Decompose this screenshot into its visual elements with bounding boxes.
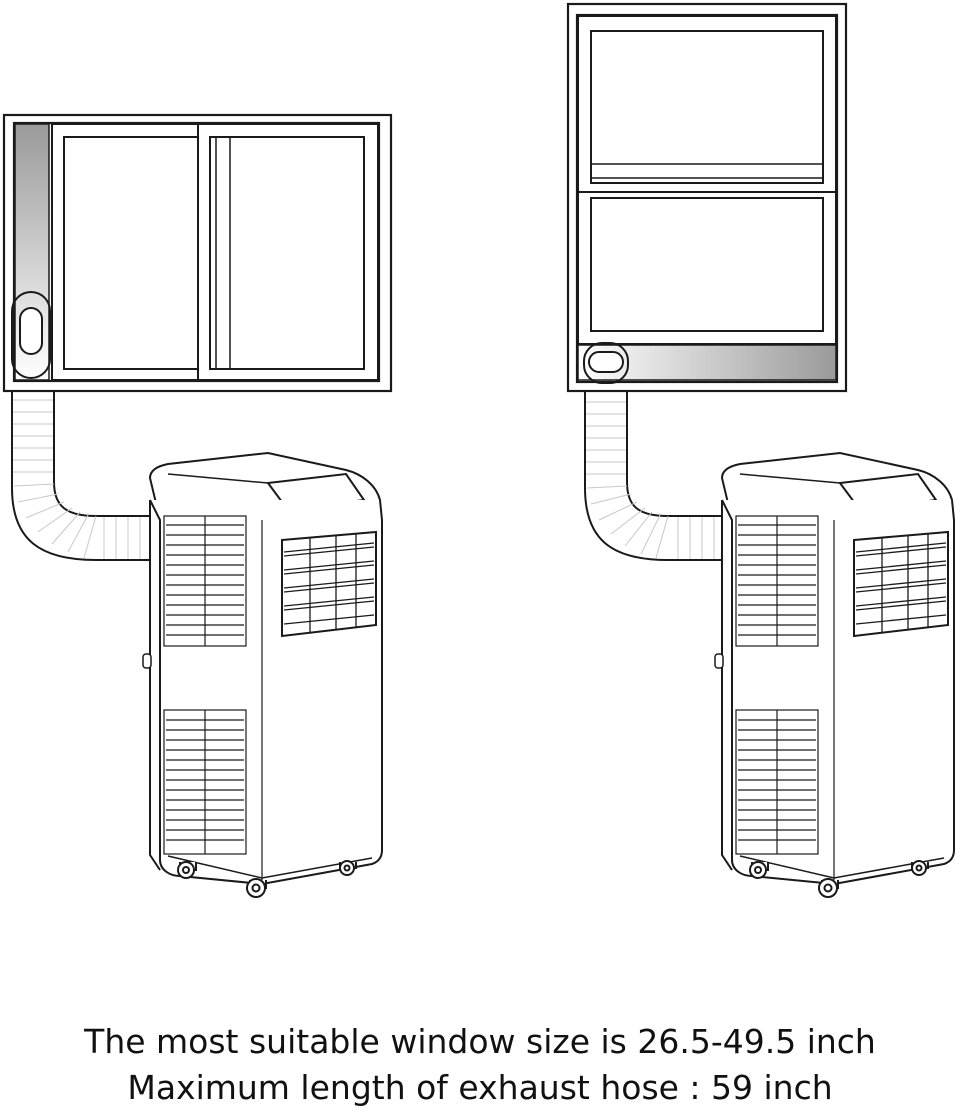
sash-window xyxy=(566,2,848,393)
sliding-window xyxy=(2,113,393,393)
sliding-window-installation xyxy=(2,113,393,898)
sash-window-installation xyxy=(566,2,955,898)
exhaust-hose-right xyxy=(584,369,723,561)
exhaust-hose-left xyxy=(11,389,151,561)
installation-illustration xyxy=(2,2,955,898)
hose-length-caption: Maximum length of exhaust hose : 59 inch xyxy=(127,1068,833,1107)
portable-air-conditioner-left xyxy=(142,452,383,898)
portable-air-conditioner-right xyxy=(714,452,955,898)
window-size-caption: The most suitable window size is 26.5-49… xyxy=(84,1022,876,1061)
